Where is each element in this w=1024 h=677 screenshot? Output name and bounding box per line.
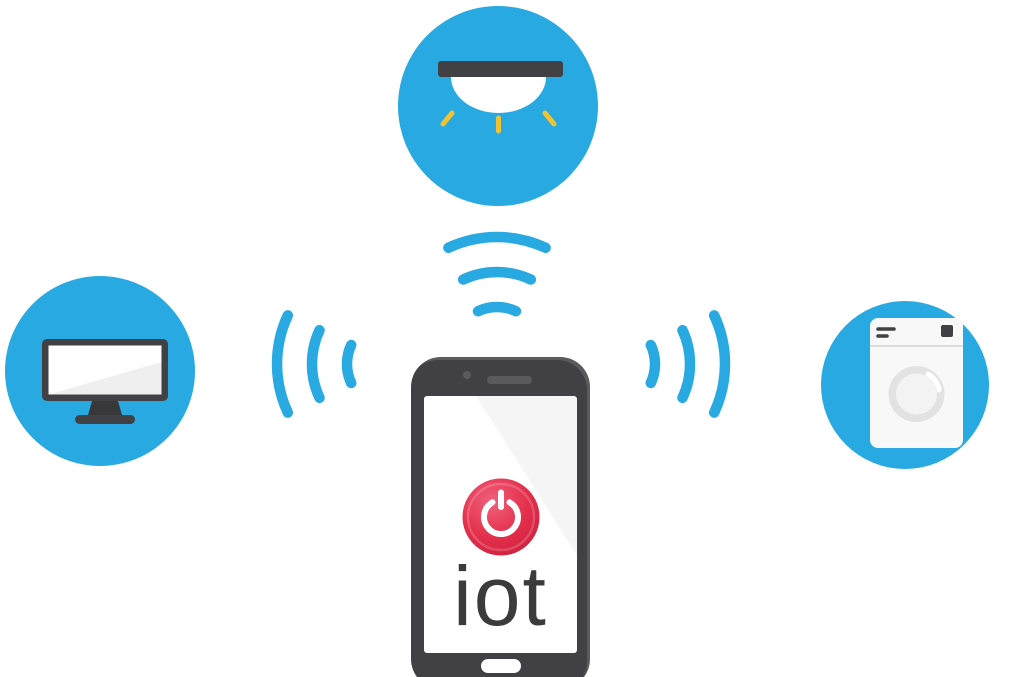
speaker-slit-icon	[487, 376, 532, 384]
device-node-washer	[821, 301, 989, 469]
iot-label: iot	[453, 549, 548, 643]
smartphone: iot	[411, 357, 590, 677]
device-node-monitor	[5, 276, 195, 466]
home-button	[481, 659, 521, 673]
phone-screen: iot	[424, 396, 577, 653]
wifi-waves-right-icon	[645, 310, 731, 418]
power-icon	[462, 478, 540, 556]
camera-dot-icon	[463, 371, 471, 379]
washing-machine-icon	[870, 318, 963, 448]
wifi-waves-left-icon	[271, 310, 357, 418]
monitor-icon	[42, 339, 168, 424]
ceiling-light-icon	[438, 61, 563, 134]
wifi-waves-up-icon	[443, 231, 551, 317]
device-node-light	[398, 6, 598, 206]
